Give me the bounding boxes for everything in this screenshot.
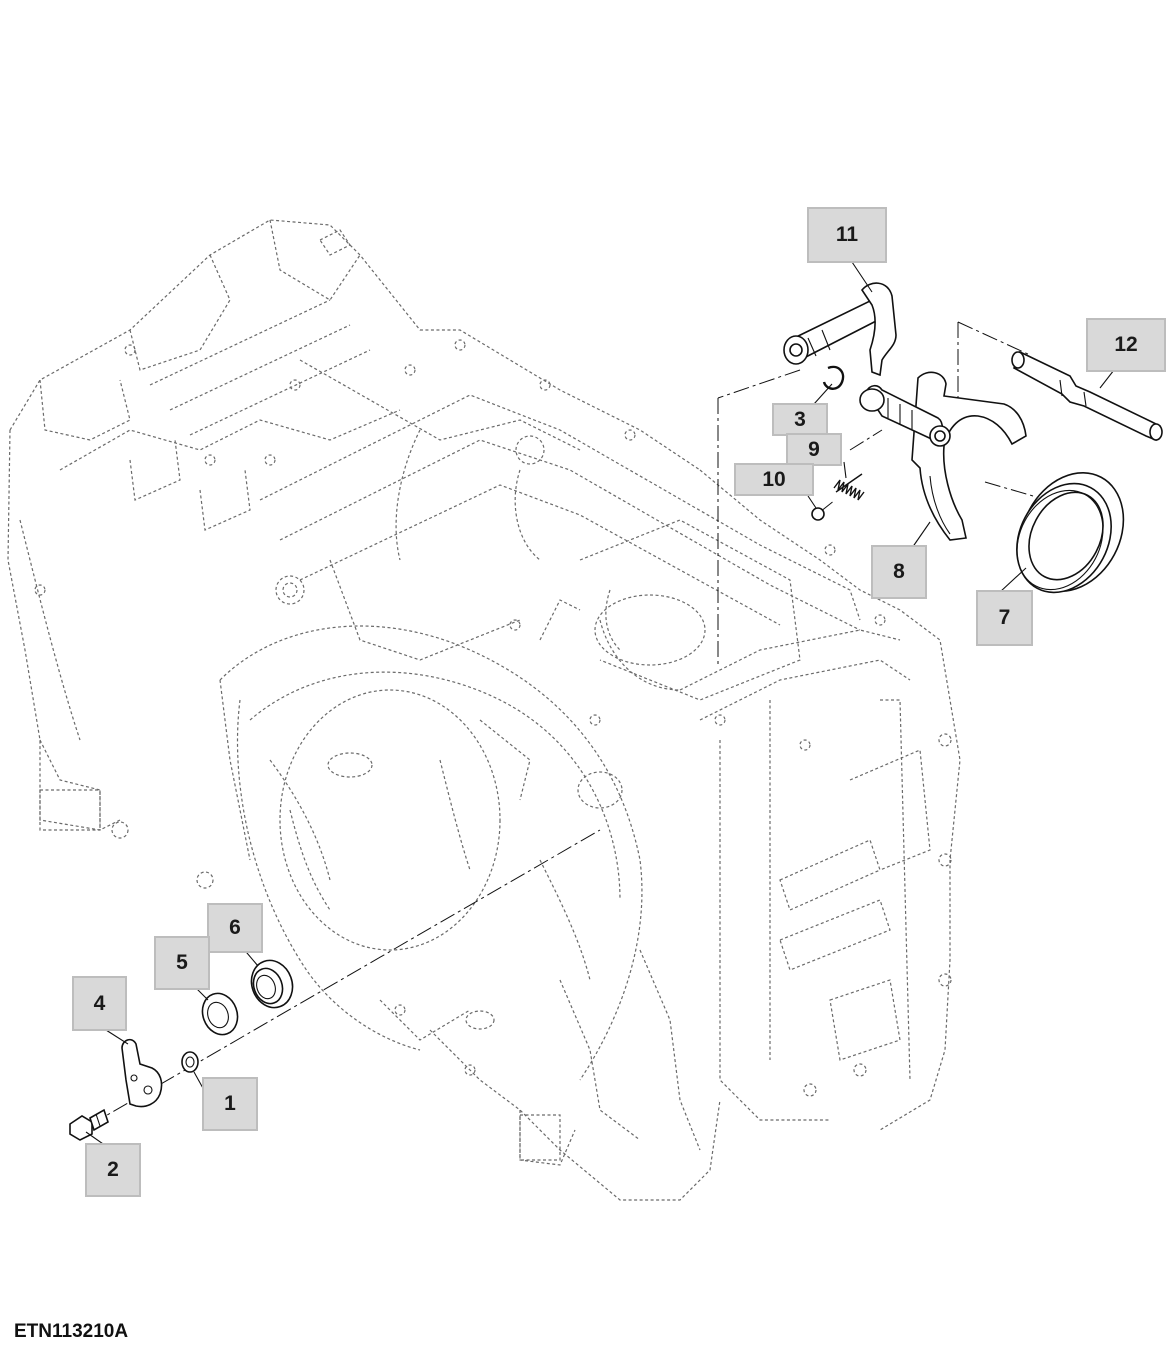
- callout-12: 12: [1086, 318, 1166, 372]
- lock-plate-part-4: [121, 1038, 163, 1108]
- detent-spring-part-9: [833, 473, 865, 501]
- shift-fork-part-8: [859, 371, 1027, 541]
- callout-5: 5: [154, 936, 210, 990]
- lock-washer-part-1: [181, 1051, 199, 1073]
- callout-8: 8: [871, 545, 927, 599]
- callout-6: 6: [207, 903, 263, 953]
- shift-lever-part-11: [783, 282, 897, 377]
- callout-9: 9: [786, 433, 842, 466]
- bolt-part-2: [69, 1108, 109, 1141]
- oil-seal-part-6: [250, 959, 294, 1009]
- callout-10: 10: [734, 463, 814, 496]
- figure-id: ETN113210A: [14, 1321, 129, 1342]
- callout-1: 1: [202, 1077, 258, 1131]
- transmission-housing: [7, 219, 961, 1201]
- callout-3: 3: [772, 403, 828, 436]
- assembly-centerlines: [89, 321, 1041, 1126]
- callout-11: 11: [807, 207, 887, 263]
- release-bearing-part-7: [1016, 472, 1125, 594]
- callout-leaders: [85, 261, 1115, 1147]
- callout-7: 7: [976, 590, 1033, 646]
- washer-part-5: [201, 992, 239, 1036]
- callout-2: 2: [85, 1143, 141, 1197]
- detent-ball-part-10: [811, 507, 825, 521]
- shift-rail-pin-part-12: [1011, 350, 1163, 442]
- snap-ring-part-3: [822, 365, 845, 390]
- callout-4: 4: [72, 976, 127, 1031]
